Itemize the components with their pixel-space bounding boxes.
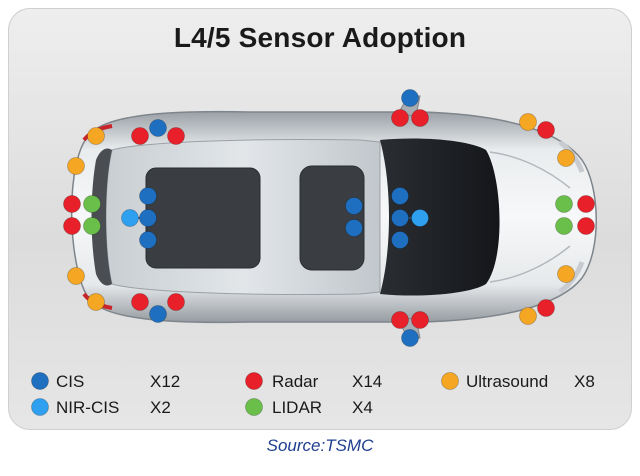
ultrasound-sensor-2 bbox=[87, 127, 105, 145]
radar-sensor-10 bbox=[411, 311, 429, 329]
radar-sensor-13 bbox=[577, 195, 595, 213]
ultrasound-sensor-6 bbox=[557, 149, 575, 167]
legend-count-ultrasound: X8 bbox=[574, 372, 595, 391]
sunroof-rear bbox=[145, 167, 261, 269]
ultrasound-sensor-7 bbox=[519, 307, 537, 325]
cis-sensor-6 bbox=[345, 197, 363, 215]
legend-label-nir-cis: NIR-CIS bbox=[56, 398, 120, 417]
cis-sensor-10 bbox=[391, 231, 409, 249]
ultrasound-sensor-3 bbox=[67, 267, 85, 285]
legend-dot-nir-cis bbox=[31, 398, 49, 416]
cis-sensor-8 bbox=[391, 187, 409, 205]
radar-sensor-2 bbox=[63, 217, 81, 235]
ultrasound-sensor-4 bbox=[87, 293, 105, 311]
legend-label-lidar: LIDAR bbox=[272, 398, 323, 417]
cis-sensor-3 bbox=[139, 187, 157, 205]
radar-sensor-4 bbox=[167, 127, 185, 145]
legend-count-cis: X12 bbox=[150, 372, 181, 391]
radar-sensor-5 bbox=[131, 293, 149, 311]
cis-sensor-11 bbox=[401, 89, 419, 107]
nir-cis-sensor-1 bbox=[121, 209, 139, 227]
cis-sensor-4 bbox=[139, 209, 157, 227]
legend-dot-cis bbox=[31, 372, 49, 390]
radar-sensor-9 bbox=[391, 311, 409, 329]
radar-sensor-14 bbox=[577, 217, 595, 235]
rear-window bbox=[91, 148, 112, 286]
radar-sensor-12 bbox=[537, 299, 555, 317]
hood-line-bottom bbox=[489, 245, 571, 283]
cis-sensor-2 bbox=[149, 305, 167, 323]
legend-count-radar: X14 bbox=[352, 372, 383, 391]
lidar-sensor-3 bbox=[555, 195, 573, 213]
ultrasound-sensor-1 bbox=[67, 157, 85, 175]
legend-dot-ultrasound bbox=[441, 372, 459, 390]
radar-sensor-1 bbox=[63, 195, 81, 213]
radar-sensor-11 bbox=[537, 121, 555, 139]
cis-sensor-5 bbox=[139, 231, 157, 249]
nir-cis-sensor-2 bbox=[411, 209, 429, 227]
source-caption: Source:TSMC bbox=[266, 436, 374, 455]
legend-label-ultrasound: Ultrasound bbox=[466, 372, 549, 391]
lidar-sensor-2 bbox=[83, 217, 101, 235]
legend-count-nir-cis: X2 bbox=[150, 398, 171, 417]
sunroof-front bbox=[299, 165, 365, 271]
lidar-sensor-1 bbox=[83, 195, 101, 213]
cis-sensor-9 bbox=[391, 209, 409, 227]
legend-count-lidar: X4 bbox=[352, 398, 373, 417]
cis-sensor-12 bbox=[401, 329, 419, 347]
legend-markers bbox=[31, 372, 459, 416]
radar-sensor-6 bbox=[167, 293, 185, 311]
ultrasound-sensor-8 bbox=[557, 265, 575, 283]
cis-sensor-7 bbox=[345, 219, 363, 237]
headlight-bottom bbox=[558, 261, 585, 294]
legend-dot-lidar bbox=[245, 398, 263, 416]
legend-label-radar: Radar bbox=[272, 372, 319, 391]
lidar-sensor-4 bbox=[555, 217, 573, 235]
radar-sensor-7 bbox=[391, 109, 409, 127]
radar-sensor-8 bbox=[411, 109, 429, 127]
ultrasound-sensor-5 bbox=[519, 113, 537, 131]
legend-dot-radar bbox=[245, 372, 263, 390]
hood-line-top bbox=[489, 151, 571, 189]
radar-sensor-3 bbox=[131, 127, 149, 145]
page-title: L4/5 Sensor Adoption bbox=[173, 22, 467, 53]
windshield bbox=[380, 138, 500, 296]
legend-label-cis: CIS bbox=[56, 372, 85, 391]
sensor-markers bbox=[63, 89, 595, 347]
cis-sensor-1 bbox=[149, 119, 167, 137]
